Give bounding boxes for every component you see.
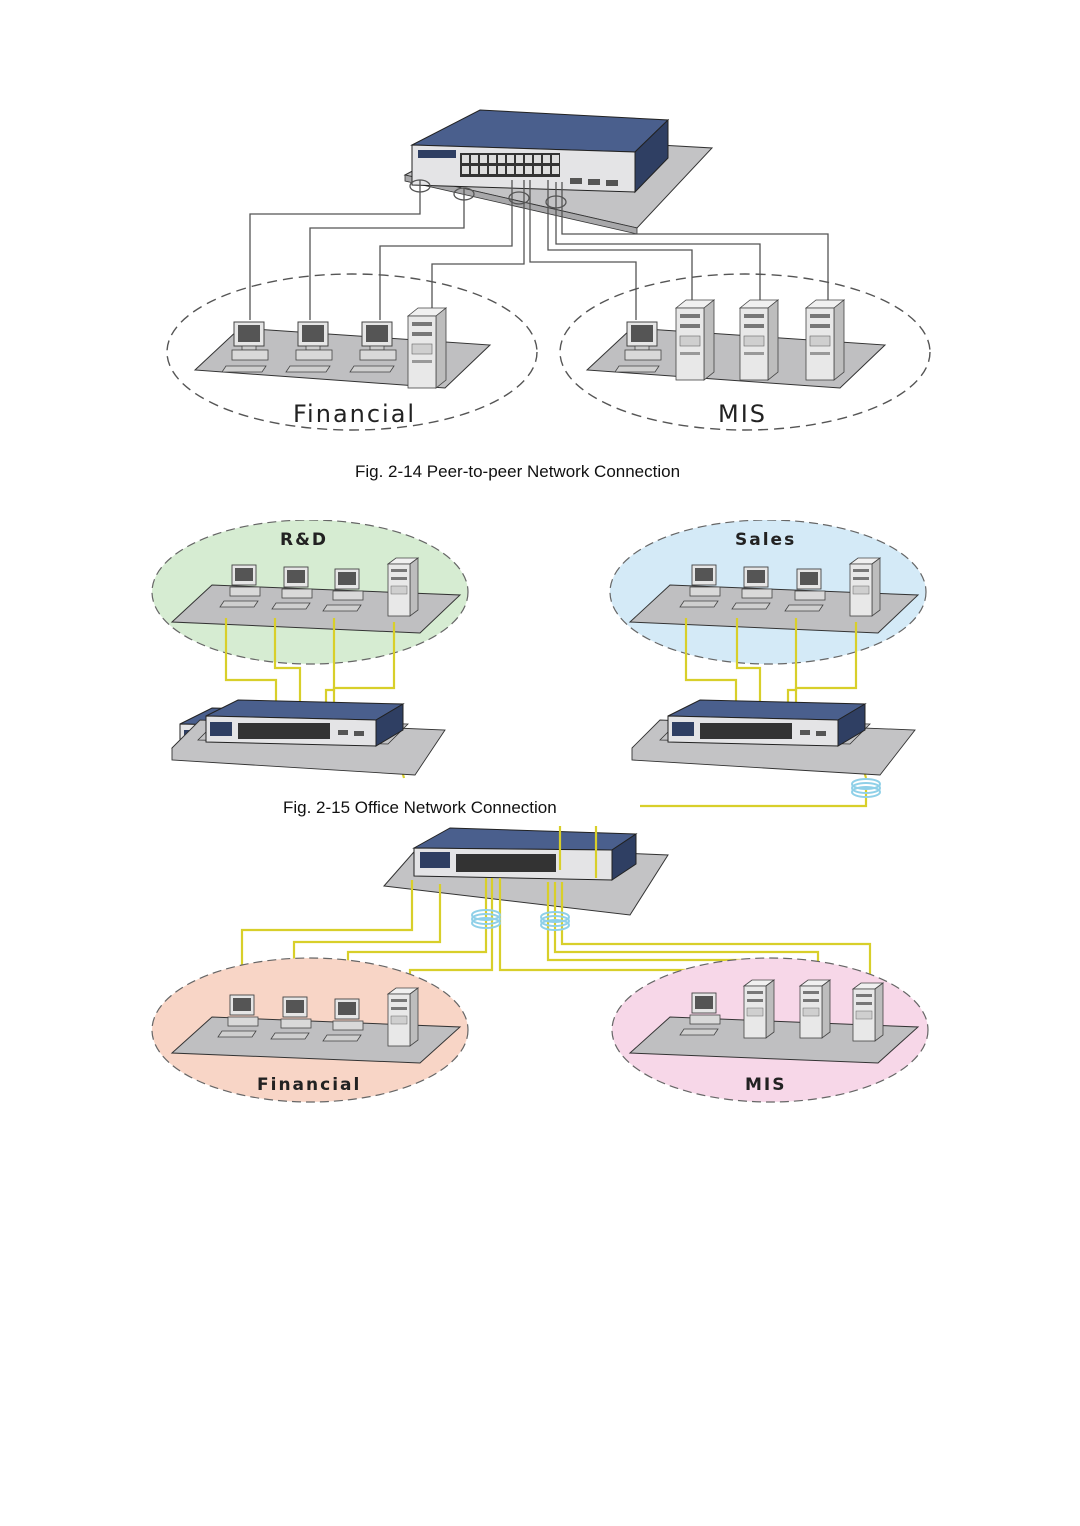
group-label-mis: MIS: [745, 1075, 787, 1095]
figure-caption: Fig. 2-15 Office Network Connection: [283, 798, 557, 817]
group-label-financial: Financial: [293, 400, 416, 428]
group-label-sales: Sales: [735, 530, 796, 550]
group-label-rnd: R&D: [280, 530, 328, 550]
group-label-financial: Financial: [257, 1075, 361, 1095]
core-switch: [382, 827, 669, 916]
office-network-diagram: R&D Sales: [151, 520, 929, 1103]
group-label-mis: MIS: [718, 400, 767, 428]
peer-to-peer-diagram: Financial MIS: [166, 109, 931, 431]
figure-caption: Fig. 2-14 Peer-to-peer Network Connectio…: [355, 462, 681, 481]
network-switch: [410, 109, 670, 194]
mis-group-boundary: [559, 273, 931, 431]
sales-switch: [631, 699, 916, 776]
financial-group-boundary: [166, 273, 538, 431]
